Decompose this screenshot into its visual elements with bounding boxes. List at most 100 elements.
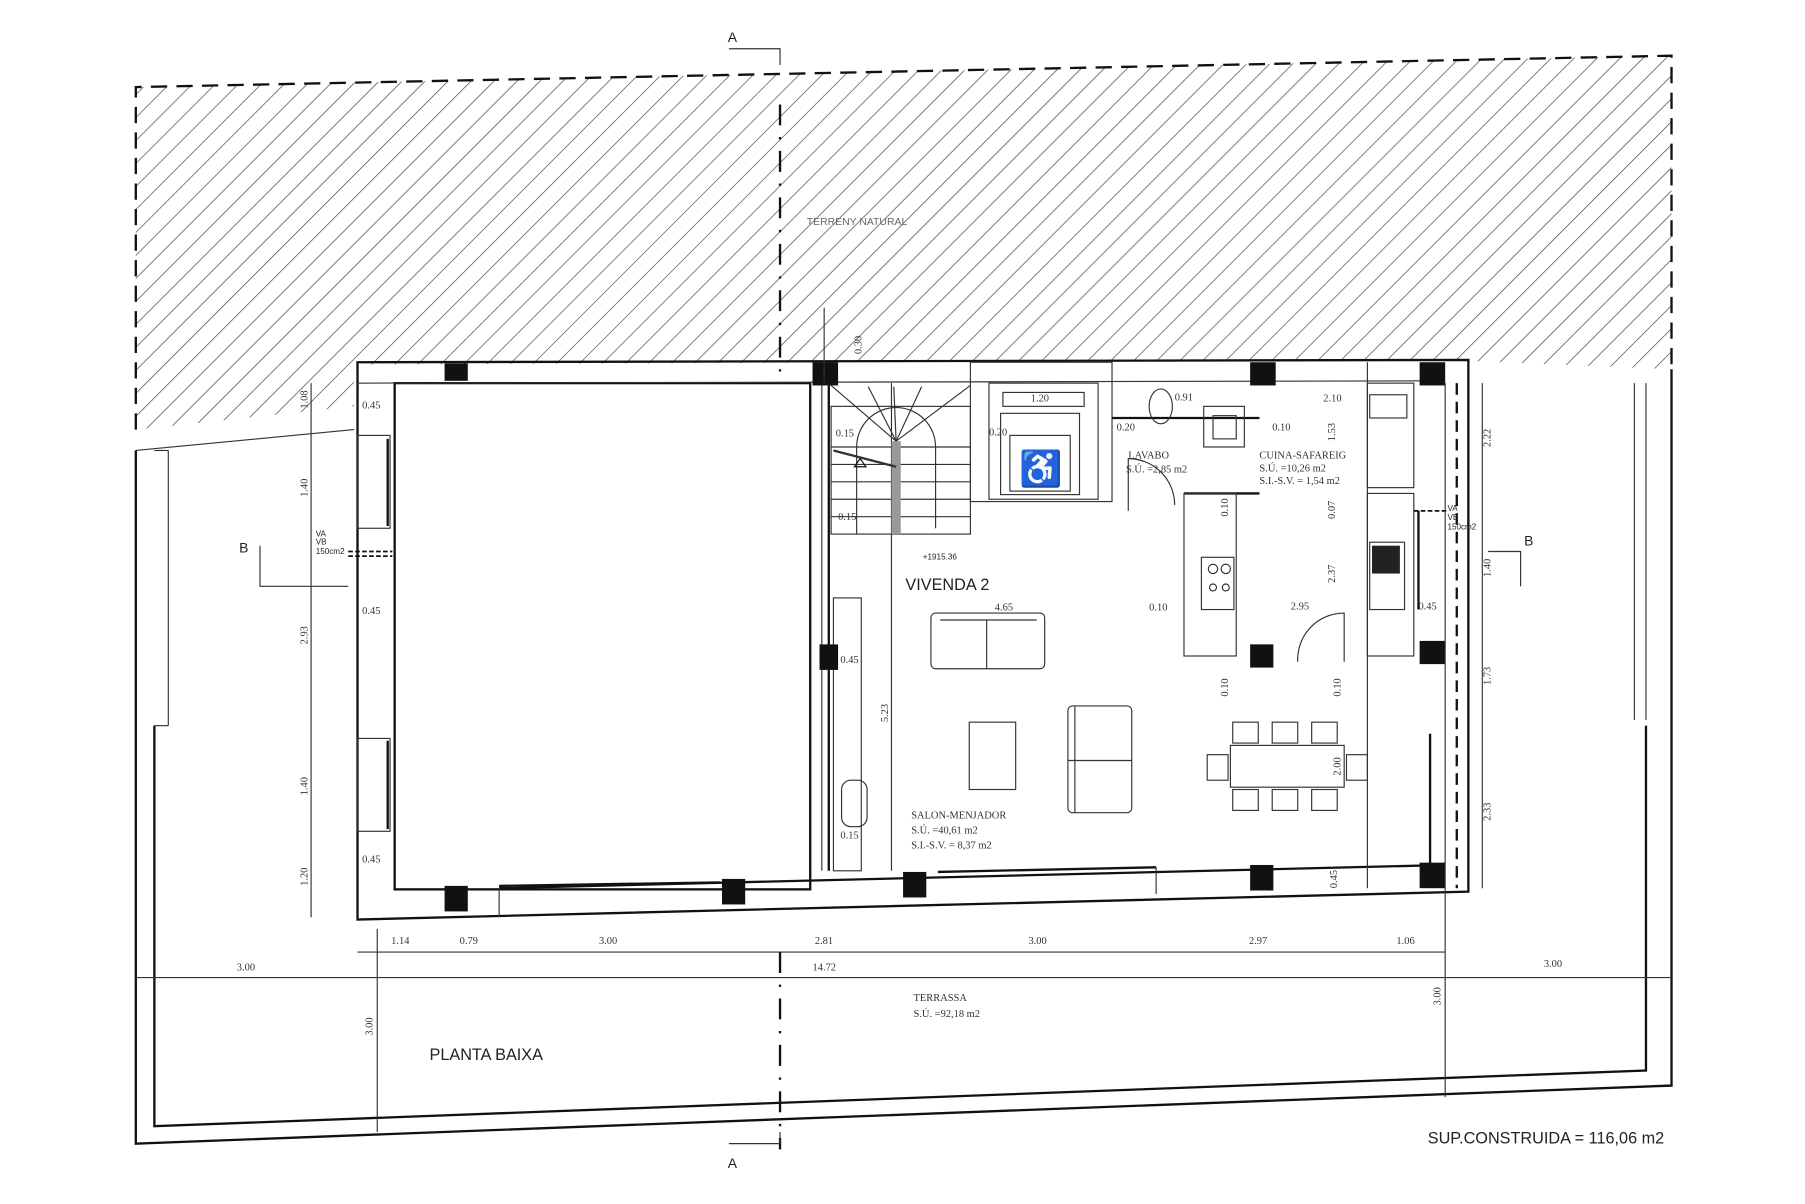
dimension-label: 1.20 [1031,394,1049,405]
door-swing [1127,458,1176,511]
sink-icon [1203,405,1245,448]
dimension-label: 0.10 [1333,678,1344,696]
dimension-label: 14.72 [813,963,836,974]
toilet-icon [1148,388,1173,425]
dimension-label: 0.45 [362,855,380,866]
dimension-label: 3.00 [237,963,255,974]
section-marker-b [1488,550,1522,587]
dimension-label: 1.06 [1396,936,1414,947]
window-left [356,737,391,832]
room-area: S.Ú. =2,85 m2 [1126,464,1187,476]
dimension-label: 2.22 [1482,429,1493,447]
dimension-label: 0.91 [1175,393,1193,404]
dimension-label: 0.10 [1149,603,1167,614]
room-area: S.Ú. =92,18 m2 [914,1008,980,1020]
window-left [356,434,391,529]
dimension-label: 0.45 [1329,870,1340,888]
coffee-table-icon [968,721,1017,791]
section-label-a: A [728,29,738,45]
dimension-label: 4.65 [995,603,1013,614]
level-mark: +1915.36 [923,553,958,562]
vent-label: VB [1447,513,1458,522]
wheelchair-accessible-icon: ♿ [1019,449,1062,489]
elevator: ♿ [969,361,1113,503]
dimension-label: 1.53 [1327,423,1338,441]
dimension-label: 0.30 [853,336,864,354]
section-marker-a [728,48,781,66]
sofa-icon [930,612,1046,670]
dimension-label: 3.00 [1544,959,1562,970]
dimension-label: 1.14 [391,936,410,947]
dimension-label: 3.00 [1028,936,1046,947]
dimension-label: 0.15 [838,512,856,523]
dimension-label: 1.20 [300,868,311,886]
dimension-label: 2.33 [1482,803,1493,821]
room-area: S.Ú. =10,26 m2 [1259,462,1325,474]
room-area: S.I.-S.V. = 1,54 m2 [1259,476,1340,487]
adjacent-unit-void [393,381,812,891]
terrain-label: TERRENY NATURAL [807,217,908,228]
room-name: TERRASSA [914,993,968,1004]
kitchen [1183,362,1449,889]
dimension-label: 1.40 [300,479,311,497]
section-marker-b [259,545,349,587]
window-glass [937,866,1157,874]
dimension-label: 3.00 [599,936,617,947]
dimension-label: 0.07 [1327,501,1338,519]
terrain-boundary [134,54,1673,430]
room-name: SALON-MENJADOR [911,811,1006,822]
dimension-label: 1.40 [1482,559,1493,577]
unit-name: VIVENDA 2 [905,576,989,594]
structural-columns [444,362,1446,912]
cooktop-icon [1200,556,1235,611]
dimension-label: 0.10 [1220,498,1231,516]
section-label-b: B [239,540,248,556]
dimension-label: 2.37 [1327,565,1338,583]
total-built-area: SUP.CONSTRUIDA = 116,06 m2 [1428,1130,1664,1148]
dimension-label: 1.08 [300,390,311,408]
dimension-label: 2.97 [1249,936,1267,947]
dimension-label: 0.45 [362,606,380,617]
wall-lamp-icon [840,779,868,828]
vent-label: VA [316,529,327,538]
partition [832,597,862,872]
terrain-line [135,429,355,452]
room-area: S.Ú. =40,61 m2 [911,825,977,837]
dimension-label: 0.45 [1418,602,1436,613]
dimension-label: 0.15 [836,429,854,440]
dimension-label: 2.95 [1291,602,1309,613]
dimension-label: 5.23 [880,704,891,722]
dimension-label: 0.10 [1272,423,1290,434]
dining-table-icon [1229,744,1345,788]
room-name: LAVABO [1128,451,1169,462]
dimension-label: 2.10 [1323,394,1341,405]
dimension-label: 1.73 [1482,667,1493,685]
dimension-label: 3.00 [365,1017,376,1035]
window-glass [499,881,720,888]
lot-inner-boundary [153,725,1648,1128]
lot-outer-boundary [134,369,1673,1145]
vent-label: 150cm2 [1447,522,1476,531]
door-swing [1297,612,1345,662]
dimension-label: 2.81 [815,936,833,947]
vent-label: VA [1447,504,1458,513]
vent-label: VB [316,538,327,547]
dimension-label: 2.93 [300,626,311,644]
vent-label: 150cm2 [316,547,345,556]
natural-terrain-hatch [135,55,1672,430]
furniture [840,612,1368,828]
dimension-label: 0.10 [1220,678,1231,696]
dimension-label: 0.20 [1117,423,1135,434]
dimension-label: 0.79 [460,936,478,947]
dimension-label: 0.45 [362,401,380,412]
room-area: S.I.-S.V. = 8,37 m2 [911,841,992,852]
house-outline [356,358,1470,921]
armchair-sofa-icon [1067,705,1133,814]
room-name: CUINA-SAFAREIG [1259,451,1346,462]
dimension-label: 2.00 [1333,757,1344,775]
stair-arrow-icon [853,457,868,468]
section-marker-a [728,1132,781,1145]
dimension-label: 0.45 [840,655,858,666]
drawing-title: PLANTA BAIXA [429,1046,543,1064]
